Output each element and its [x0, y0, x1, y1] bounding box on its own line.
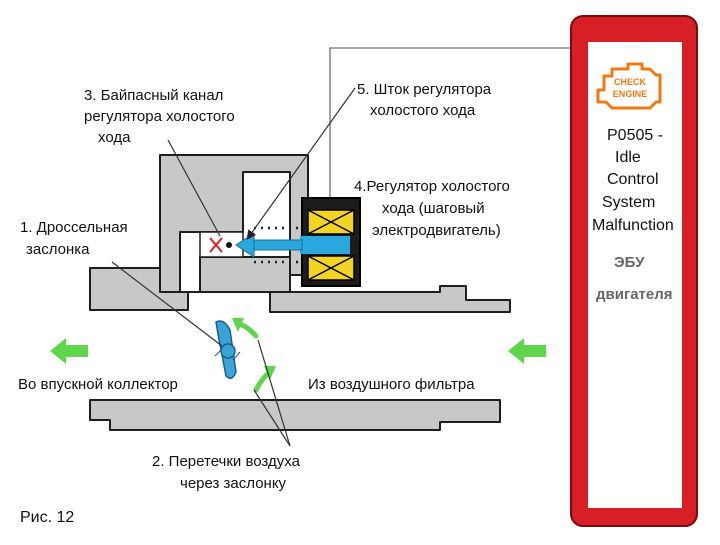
label-throttle: 1. Дроссельная заслонка	[20, 219, 132, 258]
ecu-caption: ЭБУ двигателя	[596, 254, 673, 303]
label-bypass-channel: 3. Байпасный канал регулятора холостого …	[84, 87, 239, 146]
ecu-connection-line	[329, 47, 578, 198]
x-mark-icon	[209, 237, 223, 253]
leakage-arrow-upper	[235, 321, 259, 339]
check-engine-icon: CHECK ENGINE	[596, 62, 662, 110]
idle-regulator-core	[300, 236, 350, 254]
svg-text:ENGINE: ENGINE	[613, 89, 648, 99]
upper-duct-wall-left	[89, 267, 189, 311]
figure-caption: Рис. 12	[20, 509, 74, 526]
pointer-throttle	[111, 261, 223, 347]
coil-bottom-cross	[307, 255, 355, 281]
label-idle-regulator: 4.Регулятор холостого хода (шаговый элек…	[354, 178, 514, 239]
lower-duct-wall	[89, 399, 501, 431]
label-to-manifold: Во впускной коллектор	[18, 376, 178, 393]
coil-top-cross	[307, 209, 355, 235]
ecu-panel-inner	[588, 42, 682, 508]
svg-text:CHECK: CHECK	[614, 77, 647, 87]
upper-duct-wall-right	[269, 285, 511, 313]
pointer-rod	[246, 87, 356, 240]
pointer-leakage-a	[257, 339, 291, 447]
arrow-to-manifold	[50, 338, 88, 364]
pointer-bypass	[167, 139, 221, 237]
bypass-point	[226, 242, 232, 248]
label-from-filter: Из воздушного фильтра	[308, 376, 475, 393]
pointer-leakage-b	[253, 389, 291, 447]
arrow-from-filter	[508, 338, 546, 364]
ecu-error-code: P0505 - Idle Control System Malfunction	[592, 127, 674, 234]
label-leakage: 2. Перетечки воздуха через заслонку	[152, 453, 304, 492]
throttle-flap	[214, 320, 241, 379]
idle-rod	[249, 239, 303, 251]
leakage-arrow-upper-head	[232, 318, 244, 332]
label-idle-rod: 5. Шток регулятора холостого хода	[357, 81, 495, 119]
throttle-body-housing	[159, 154, 309, 293]
